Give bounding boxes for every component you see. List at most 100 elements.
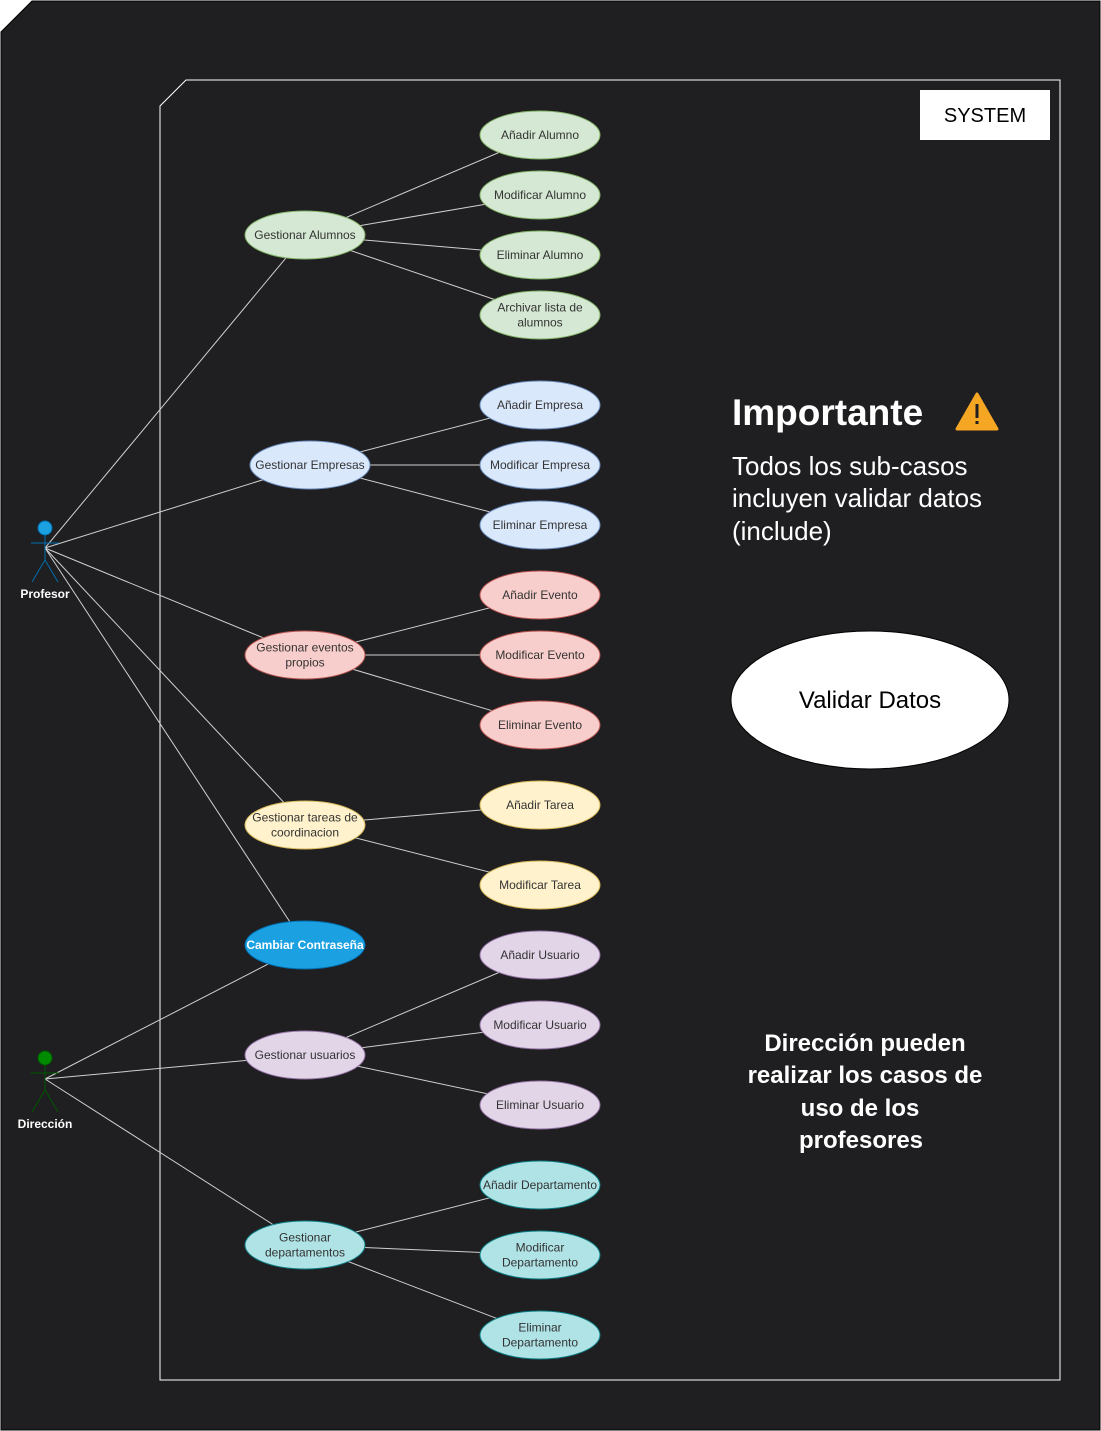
use-case-ellipse [479,860,601,910]
actor-profesor[interactable]: Profesor [20,520,70,601]
importante-title: Importante [732,392,923,433]
use-case-label: Gestionar Empresas [255,458,364,472]
association-profesor-gestionar_eventos [44,547,306,656]
actor-direccion-leg-left [31,1089,46,1113]
use-case-anadir-evento[interactable]: Añadir Evento [479,570,601,620]
use-case-ellipse [479,380,601,430]
use-case-ellipse [479,570,601,620]
use-case-label: Gestionar [279,1231,331,1245]
note-importante: Importante Todos los sub-casos incluyen … [732,392,999,546]
use-case-anadir-departamento[interactable]: Añadir Departamento [479,1160,601,1210]
actor-direccion-head [37,1050,53,1066]
use-case-ellipse [244,210,366,260]
use-case-label: Añadir Tarea [506,798,574,812]
use-case-label: Eliminar Empresa [493,518,588,532]
validar-datos-ellipse [730,630,1010,770]
use-case-label: Eliminar Alumno [497,248,584,262]
use-case-label: alumnos [517,316,562,330]
use-case-label: coordinacion [271,826,339,840]
use-case-label: propios [285,656,324,670]
actor-profesor-leg-right [44,559,59,583]
system-label: SYSTEM [944,105,1026,127]
actor-direccion[interactable]: Dirección [18,1050,73,1131]
use-case-ellipse [479,700,601,750]
actor-direccion-label: Dirección [18,1117,73,1131]
actor-profesor-label: Profesor [20,587,70,601]
direccion-note-line-3: uso de los [801,1095,920,1122]
use-case-label: Modificar Empresa [490,458,590,472]
use-case-eliminar-empresa[interactable]: Eliminar Empresa [479,500,601,550]
use-case-gestionar-empresas[interactable]: Gestionar Empresas [249,440,371,490]
direccion-note-line-1: Dirección pueden [764,1030,965,1057]
use-case-label: Cambiar Contraseña [246,938,364,952]
use-case-eliminar-alumno[interactable]: Eliminar Alumno [479,230,601,280]
use-case-label: Departamento [502,1336,578,1350]
system-label-box [920,90,1050,140]
use-case-ellipse [479,1160,601,1210]
use-case-ellipse [479,1310,601,1360]
use-case-ellipse [244,1030,366,1080]
use-case-label: Añadir Evento [502,588,578,602]
use-case-ellipse [479,1230,601,1280]
warning-icon [955,392,999,431]
validar-datos-use-case[interactable]: Validar Datos [730,630,1010,770]
use-case-ellipse [479,170,601,220]
use-case-modificar-alumno[interactable]: Modificar Alumno [479,170,601,220]
association-profesor-gestionar_alumnos [44,234,306,549]
direccion-note-line-2: realizar los casos de [748,1062,983,1089]
use-case-label: Modificar Evento [495,648,585,662]
use-case-ellipse [479,930,601,980]
use-case-label: Añadir Departamento [483,1178,597,1192]
use-case-anadir-tarea[interactable]: Añadir Tarea [479,780,601,830]
use-case-label: Gestionar usuarios [255,1048,356,1062]
association-direccion-gestionar_departamentos [44,1078,306,1246]
use-case-ellipse [244,630,366,680]
use-case-label: Eliminar Usuario [496,1098,584,1112]
use-case-modificar-tarea[interactable]: Modificar Tarea [479,860,601,910]
use-case-modificar-empresa[interactable]: Modificar Empresa [479,440,601,490]
use-case-anadir-alumno[interactable]: Añadir Alumno [479,110,601,160]
use-case-eliminar-usuario[interactable]: Eliminar Usuario [479,1080,601,1130]
use-case-label: Modificar Alumno [494,188,586,202]
association-direccion-cambiar_contrasena [44,944,306,1080]
use-case-label: Añadir Alumno [501,128,579,142]
use-case-anadir-usuario[interactable]: Añadir Usuario [479,930,601,980]
direccion-note-line-4: profesores [799,1127,923,1154]
use-case-gestionar-usuarios[interactable]: Gestionar usuarios [244,1030,366,1080]
actor-direccion-leg-right [44,1089,59,1113]
use-case-label: Gestionar eventos [256,641,353,655]
actor-profesor-leg-left [31,559,46,583]
use-case-gestionar-alumnos[interactable]: Gestionar Alumnos [244,210,366,260]
use-case-modificar-usuario[interactable]: Modificar Usuario [479,1000,601,1050]
use-case-ellipse [479,290,601,340]
importante-line-1: Todos los sub-casos [732,451,968,481]
use-case-cambiar-contrasena[interactable]: Cambiar Contraseña [244,920,366,970]
use-case-ellipse [244,1220,366,1270]
use-case-ellipse [479,1080,601,1130]
use-case-modificar-evento[interactable]: Modificar Evento [479,630,601,680]
use-case-ellipse [249,440,371,490]
use-case-label: Gestionar Alumnos [254,228,355,242]
note-direccion: Dirección pueden realizar los casos de u… [748,1030,983,1154]
association-profesor-cambiar_contrasena [44,547,306,946]
use-case-ellipse [479,110,601,160]
use-case-label: Eliminar Evento [498,718,582,732]
use-case-ellipse [479,230,601,280]
use-case-ellipse [479,630,601,680]
use-case-eliminar-evento[interactable]: Eliminar Evento [479,700,601,750]
use-case-label: Departamento [502,1256,578,1270]
validar-datos-label: Validar Datos [799,687,941,714]
use-case-label: Gestionar tareas de [252,811,358,825]
use-case-label: Añadir Empresa [497,398,583,412]
use-case-anadir-empresa[interactable]: Añadir Empresa [479,380,601,430]
importante-line-3: (include) [732,516,832,546]
use-case-ellipse [479,1000,601,1050]
